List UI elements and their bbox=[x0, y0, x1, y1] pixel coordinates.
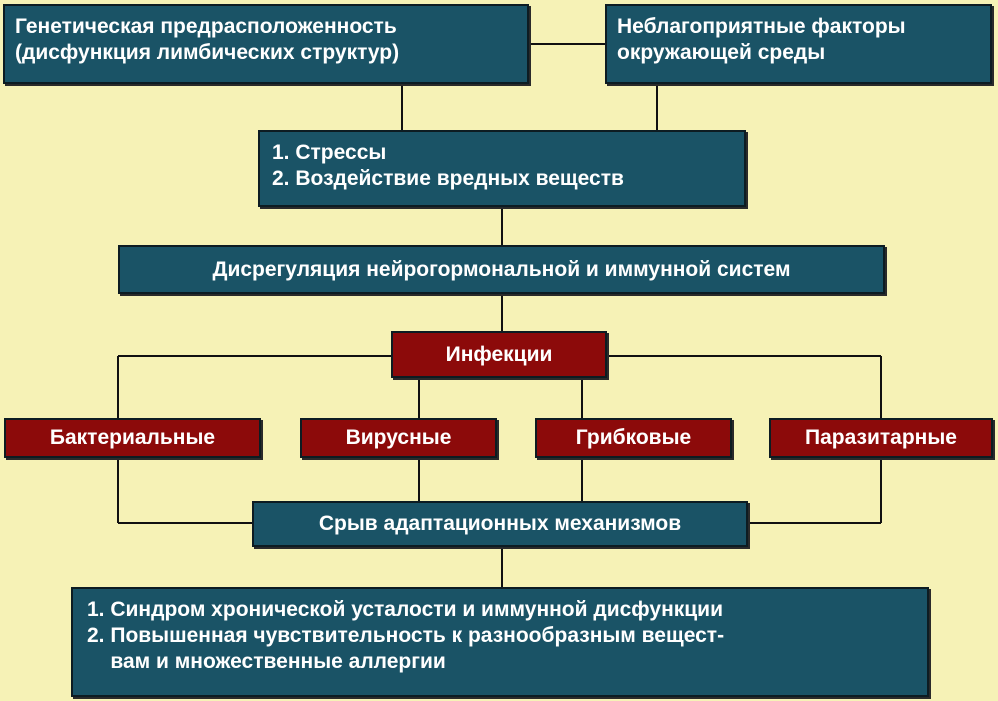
node-outcome-line-1: 1. Синдром хронической усталости и иммун… bbox=[87, 598, 723, 621]
node-infections-label: Инфекции bbox=[445, 342, 553, 366]
node-stress-line-1: 1. Стрессы bbox=[272, 141, 387, 164]
node-genetic-line-2: (дисфункция лимбических структур) bbox=[15, 41, 400, 64]
node-environment-factors: Неблагоприятные факторы окружающей среды bbox=[605, 4, 992, 84]
node-bacterial: Бактериальные bbox=[4, 418, 261, 458]
node-fungal: Грибковые bbox=[535, 418, 732, 458]
node-stress: 1. Стрессы 2. Воздействие вредных вещест… bbox=[258, 130, 746, 207]
node-outcome-line-2: 2. Повышенная чувствительность к разнооб… bbox=[87, 624, 725, 647]
node-environment-line-1: Неблагоприятные факторы bbox=[617, 15, 906, 38]
node-environment-line-2: окружающей среды bbox=[617, 41, 826, 64]
node-fungal-label: Грибковые bbox=[575, 426, 692, 449]
node-viral: Вирусные bbox=[300, 418, 497, 458]
node-infections: Инфекции bbox=[391, 331, 607, 378]
node-adaptation-label: Срыв адаптационных механизмов bbox=[318, 512, 682, 535]
node-genetic-predisposition: Генетическая предрасположенность (дисфун… bbox=[3, 4, 529, 84]
node-stress-line-2: 2. Воздействие вредных веществ bbox=[272, 167, 624, 190]
node-parasitic-label: Паразитарные bbox=[805, 426, 957, 449]
node-genetic-line-1: Генетическая предрасположенность bbox=[15, 15, 397, 38]
node-adaptation-failure: Срыв адаптационных механизмов bbox=[252, 501, 748, 547]
node-outcome-line-3: вам и множественные аллергии bbox=[87, 650, 446, 673]
node-outcome: 1. Синдром хронической усталости и иммун… bbox=[71, 587, 929, 697]
node-bacterial-label: Бактериальные bbox=[49, 426, 216, 449]
node-parasitic: Паразитарные bbox=[769, 418, 993, 458]
node-dysregulation-label: Дисрегуляция нейрогормональной и иммунно… bbox=[212, 257, 791, 281]
node-dysregulation: Дисрегуляция нейрогормональной и иммунно… bbox=[118, 245, 885, 294]
node-viral-label: Вирусные bbox=[345, 426, 452, 449]
